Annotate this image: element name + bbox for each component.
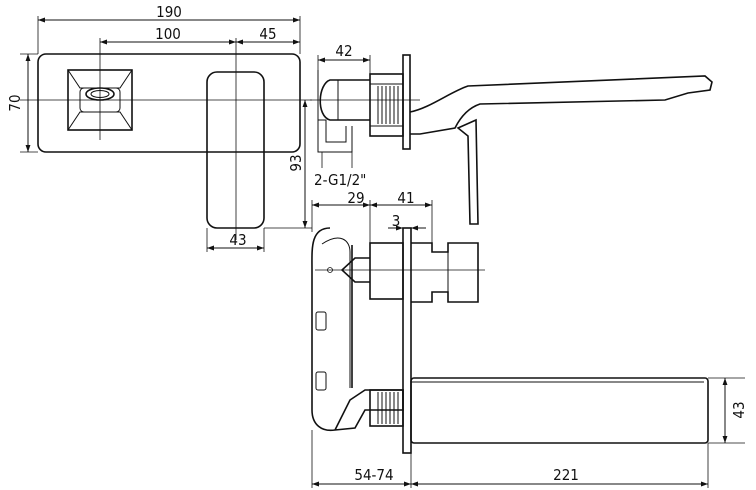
dim-plate-thickness: 3 — [392, 212, 401, 230]
dim-handle-offset: 45 — [259, 25, 276, 43]
dim-spout-length: 221 — [553, 466, 579, 484]
top-wall-plate — [402, 227, 412, 454]
wall-plate — [37, 53, 301, 153]
side-handle — [456, 118, 479, 225]
dim-front-width: 190 — [156, 3, 182, 21]
dim-wall-depth: 54-74 — [354, 466, 393, 484]
dim-side-depth: 42 — [335, 42, 352, 60]
dim-spout-offset: 100 — [155, 25, 181, 43]
handle-lever — [206, 71, 265, 229]
connection-label: 2-G1/2" — [314, 171, 366, 189]
dim-cartridge-depth: 41 — [397, 189, 414, 207]
top-spout — [410, 377, 709, 444]
side-wall-plate — [402, 54, 411, 150]
dim-handle-length: 93 — [287, 154, 305, 171]
dim-spout-height: 43 — [730, 401, 748, 418]
side-view: 42 2-G1/2" — [310, 42, 713, 225]
dim-plate-height: 70 — [6, 94, 24, 111]
front-view: 190 100 45 70 93 43 — [6, 3, 312, 252]
top-view: 29 41 3 43 54-74 221 — [311, 189, 748, 488]
dim-handle-width: 43 — [229, 231, 246, 249]
dim-body-depth: 29 — [347, 189, 364, 207]
side-spout — [409, 75, 713, 135]
